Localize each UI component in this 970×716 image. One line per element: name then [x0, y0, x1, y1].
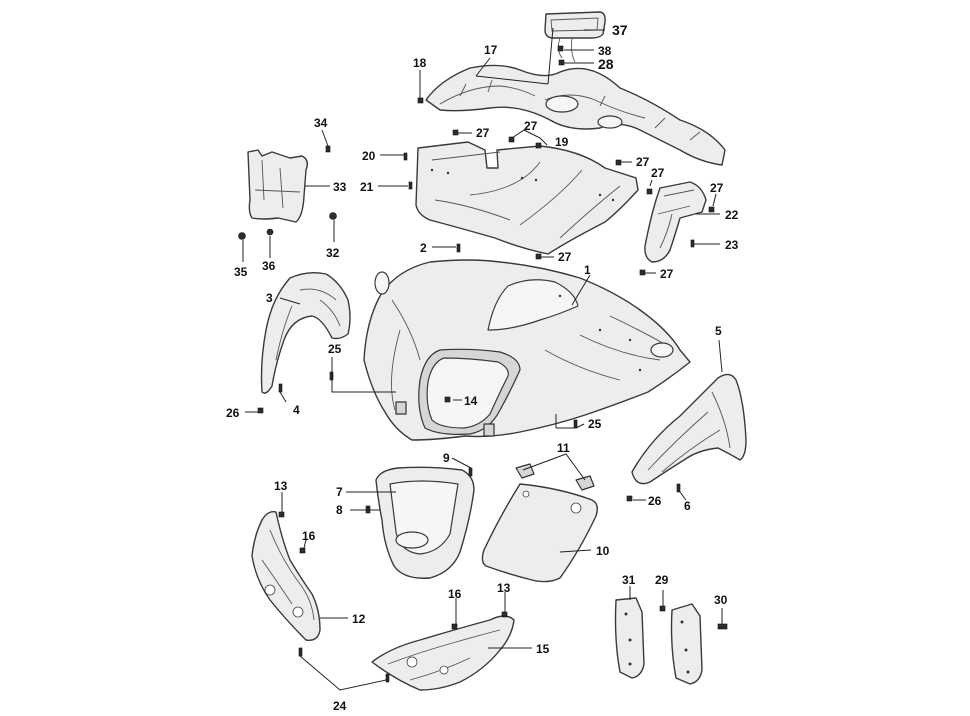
label-18: 18	[413, 56, 427, 70]
label-28: 28	[598, 56, 614, 72]
part-7-storage-tub	[375, 466, 475, 579]
part-12-left-side-panel	[251, 510, 321, 641]
label-17: 17	[484, 43, 498, 57]
label-16a: 16	[302, 529, 316, 543]
part-30-plate	[670, 603, 703, 685]
fasteners	[238, 45, 728, 683]
leader-lines	[242, 27, 723, 691]
label-3: 3	[266, 291, 273, 305]
label-19: 19	[555, 135, 569, 149]
label-6: 6	[684, 499, 691, 513]
part-3-left-fender	[260, 271, 351, 394]
label-33: 33	[333, 180, 347, 194]
label-37: 37	[612, 22, 628, 38]
part-1-front-cowl	[363, 259, 691, 441]
label-27g: 27	[558, 250, 572, 264]
label-27f: 27	[660, 267, 674, 281]
label-11: 11	[557, 441, 570, 455]
label-30: 30	[714, 593, 728, 607]
label-27b: 27	[524, 119, 538, 133]
label-5: 5	[715, 324, 722, 338]
label-1: 1	[584, 263, 591, 277]
label-27d: 27	[651, 166, 665, 180]
part-15-lower-side-panel	[371, 615, 515, 691]
label-16b: 16	[448, 587, 462, 601]
label-12: 12	[352, 612, 366, 626]
label-27a: 27	[476, 126, 490, 140]
label-13b: 13	[497, 581, 511, 595]
label-26b: 26	[648, 494, 662, 508]
label-31: 31	[622, 573, 636, 587]
label-14: 14	[464, 394, 478, 408]
label-35: 35	[234, 265, 248, 279]
label-26a: 26	[226, 406, 240, 420]
label-24: 24	[333, 699, 347, 713]
part-37-meter	[544, 11, 606, 63]
part-31-plate	[614, 597, 645, 679]
label-27c: 27	[636, 155, 650, 169]
part-22-bracket	[644, 181, 707, 263]
part-10-cover-panel	[481, 483, 599, 583]
label-23: 23	[725, 238, 739, 252]
label-13a: 13	[274, 479, 288, 493]
callout-labels: 37 38 28 17 18 27 27 19 27 27 27 22 23 2…	[226, 22, 739, 713]
label-8: 8	[336, 503, 343, 517]
label-4: 4	[293, 403, 300, 417]
label-34: 34	[314, 116, 328, 130]
label-9: 9	[443, 451, 450, 465]
label-38: 38	[598, 44, 612, 58]
label-15: 15	[536, 642, 550, 656]
part-5-right-fender	[631, 373, 747, 485]
label-2: 2	[420, 241, 427, 255]
label-36: 36	[262, 259, 276, 273]
label-27e: 27	[710, 181, 724, 195]
part-19-inner-panel	[415, 141, 639, 255]
label-21: 21	[360, 180, 374, 194]
label-7: 7	[336, 485, 343, 499]
label-25b: 25	[588, 417, 602, 431]
label-22: 22	[725, 208, 739, 222]
label-29: 29	[655, 573, 669, 587]
label-32: 32	[326, 246, 340, 260]
part-33-plate	[247, 149, 309, 223]
label-10: 10	[596, 544, 610, 558]
label-20: 20	[362, 149, 376, 163]
part-17-upper-panel	[425, 64, 726, 166]
label-25a: 25	[328, 342, 342, 356]
